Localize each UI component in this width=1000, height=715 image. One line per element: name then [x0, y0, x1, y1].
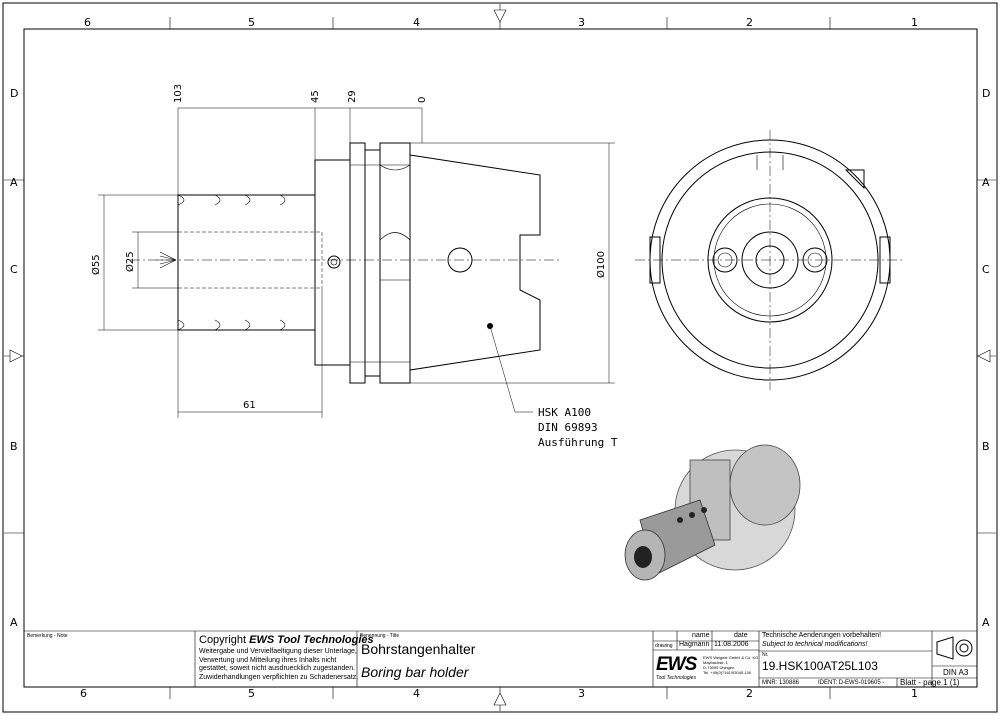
col-label: 2	[746, 687, 753, 700]
row-label: D	[10, 87, 18, 100]
col-label: 3	[578, 16, 585, 29]
title-block-grid	[24, 630, 977, 687]
date-header: date	[734, 632, 748, 639]
dimension-labels: 103 45 29 0 Ø55 Ø25 Ø100 61	[90, 84, 607, 411]
row-label: B	[982, 440, 990, 453]
paper-format: DIN A3	[943, 668, 969, 677]
dim-45: 45	[310, 90, 321, 103]
side-view	[130, 142, 560, 384]
row-label: A	[982, 616, 990, 629]
drawing-number: 19.HSK100AT25L103	[762, 659, 878, 673]
dim-103: 103	[173, 84, 184, 103]
drawing-label: drawing	[655, 643, 673, 649]
remark-label: Bemerkung - Note	[27, 633, 68, 639]
annotation-line-3: Ausführung T	[538, 436, 618, 449]
title-label: Benennung - Title	[360, 633, 400, 639]
spec-annotation: HSK A100 DIN 69893 Ausführung T	[538, 406, 618, 449]
company-address: EWS Weigele GmbH & Co. KG Maybachstr. 1 …	[703, 655, 759, 675]
dim-61: 61	[243, 400, 256, 411]
row-label: A	[10, 176, 18, 189]
title-english: Boring bar holder	[361, 664, 469, 680]
copyright-brand: EWS Tool Technologies	[249, 634, 374, 646]
col-label: 1	[911, 16, 918, 29]
projection-symbol-icon	[936, 636, 973, 660]
ident: IDENT: D-EWS-019605 -	[818, 680, 885, 686]
row-label: A	[10, 616, 18, 629]
change-notice-de: Technische Aenderungen vorbehalten!	[762, 632, 882, 639]
dimensions	[98, 107, 615, 418]
grid-labels: 6 5 4 3 2 1 6 5 4 3 2 1 D A C B A D A C …	[10, 16, 990, 700]
col-label: 1	[911, 687, 918, 700]
row-label: C	[982, 263, 990, 276]
front-view	[635, 130, 905, 390]
dim-29: 29	[347, 90, 358, 103]
col-label: 5	[248, 687, 255, 700]
annotation-line-2: DIN 69893	[538, 421, 598, 434]
dim-d100: Ø100	[595, 251, 607, 278]
copyright-text: Weitergabe und Vervielfaeltigung dieser …	[199, 648, 359, 681]
drawer-name: Hagmann	[679, 641, 710, 648]
col-label: 4	[413, 16, 420, 29]
col-label: 4	[413, 687, 420, 700]
dim-d25: Ø25	[124, 251, 136, 272]
col-label: 5	[248, 16, 255, 29]
dim-0: 0	[417, 97, 428, 103]
title-german: Bohrstangenhalter	[361, 641, 476, 657]
col-label: 6	[84, 16, 91, 29]
ews-logo-subtitle: Tool Technologies	[656, 675, 696, 681]
col-label: 2	[746, 16, 753, 29]
annotation-line-1: HSK A100	[538, 406, 591, 419]
name-header: name	[692, 632, 710, 639]
col-label: 3	[578, 687, 585, 700]
iso-view	[624, 444, 801, 581]
row-label: B	[10, 440, 18, 453]
mnr: MNR: 130886	[762, 680, 800, 686]
row-label: C	[10, 263, 18, 276]
ews-logo: EWS	[656, 654, 697, 675]
dim-d55: Ø55	[90, 254, 102, 275]
row-label: A	[982, 176, 990, 189]
grid-ticks	[4, 17, 996, 699]
sheet-number: Blatt - page 1 (1)	[900, 678, 960, 687]
number-label: Nr.	[762, 652, 769, 658]
change-notice-en: Subject to technical modifications!	[762, 641, 868, 648]
copyright-heading: Copyright EWS Tool Technologies	[199, 634, 374, 646]
centering-marks	[9, 4, 991, 711]
inner-frame	[23, 28, 978, 688]
row-label: D	[982, 87, 990, 100]
drawing-date: 11.08.2006	[714, 641, 749, 648]
col-label: 6	[80, 687, 87, 700]
